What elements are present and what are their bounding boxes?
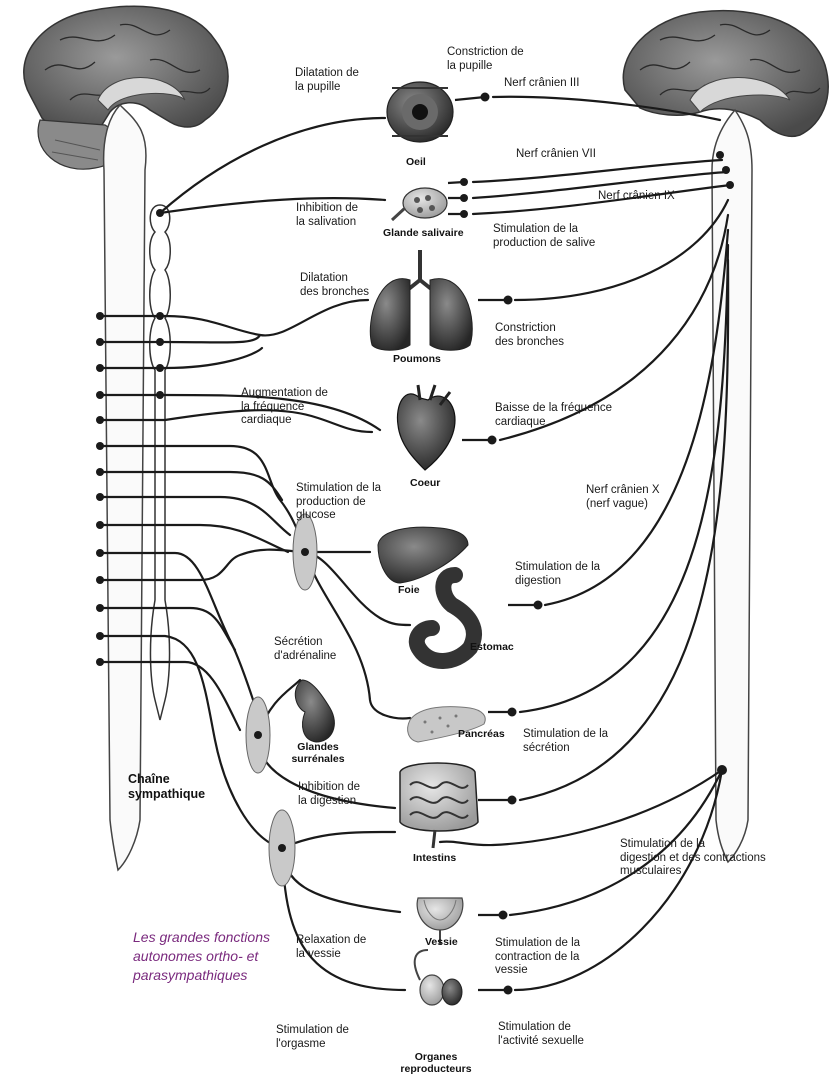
heart-icon: [397, 385, 455, 470]
stomach-icon: [417, 575, 474, 661]
organ-label-poumons: Poumons: [393, 353, 441, 365]
caption-line2: autonomes ortho- et: [133, 947, 270, 966]
label-constriction-pupille: Constriction de la pupille: [447, 46, 524, 73]
label-dilatation-pupille: Dilatation de la pupille: [295, 67, 359, 94]
right-brain-icon: [623, 11, 828, 137]
label-augmentation-frequence: Augmentation de la fréquence cardiaque: [241, 387, 328, 428]
caption-line3: parasympathiques: [133, 966, 270, 985]
caption-line1: Les grandes fonctions: [133, 928, 270, 947]
label-stimulation-digestion: Stimulation de la digestion: [515, 561, 600, 588]
organ-label-foie: Foie: [398, 584, 420, 596]
label-relaxation-vessie: Relaxation de la vessie: [296, 934, 366, 961]
organ-label-organes-reproducteurs: Organes reproducteurs: [396, 1051, 476, 1075]
figure-caption: Les grandes fonctions autonomes ortho- e…: [133, 928, 270, 985]
sympathetic-chain-label: Chaîne sympathique: [128, 772, 205, 802]
label-stimulation-glucose: Stimulation de la production de glucose: [296, 482, 381, 523]
organ-label-glandes-surrenales: Glandes surrénales: [288, 741, 348, 765]
right-spinal-cord: [712, 110, 752, 862]
reproductive-organs-icon: [415, 950, 462, 1005]
label-secretion-adrenaline: Sécrétion d'adrénaline: [274, 636, 336, 663]
label-constriction-bronches: Constriction des bronches: [495, 322, 564, 349]
label-stimulation-orgasme: Stimulation de l'orgasme: [276, 1024, 349, 1051]
salivary-gland-icon: [392, 188, 447, 220]
label-baisse-frequence: Baisse de la fréquence cardiaque: [495, 402, 612, 429]
organes-line2: reproducteurs: [396, 1063, 476, 1075]
glandes-line2: surrénales: [288, 753, 348, 765]
organ-label-intestins: Intestins: [413, 852, 456, 864]
label-inhibition-digestion: Inhibition de la digestion: [298, 781, 360, 808]
organ-label-estomac: Estomac: [470, 641, 514, 653]
sympathetic-chain: [150, 205, 171, 720]
organ-label-glande-salivaire: Glande salivaire: [383, 227, 464, 239]
organ-label-coeur: Coeur: [410, 477, 440, 489]
label-stimulation-salive: Stimulation de la production de salive: [493, 223, 595, 250]
label-nerf-iii: Nerf crânien III: [504, 77, 579, 91]
eye-icon: [387, 82, 453, 142]
label-stimulation-activite-sexuelle: Stimulation de l'activité sexuelle: [498, 1021, 584, 1048]
label-nerf-vii: Nerf crânien VII: [516, 148, 596, 162]
label-stimulation-digestion-contractions: Stimulation de la digestion et des contr…: [620, 838, 766, 879]
label-stimulation-secretion: Stimulation de la sécrétion: [523, 728, 608, 755]
organ-label-oeil: Oeil: [406, 156, 426, 168]
label-nerf-x: Nerf crânien X (nerf vague): [586, 484, 660, 511]
label-stimulation-contraction-vessie: Stimulation de la contraction de la vess…: [495, 937, 580, 978]
organ-label-pancreas: Pancréas: [458, 728, 505, 740]
chain-label-line2: sympathique: [128, 787, 205, 802]
organ-label-vessie: Vessie: [425, 936, 458, 948]
organes-line1: Organes: [396, 1051, 476, 1063]
sympathetic-fibers: [100, 118, 410, 990]
label-dilatation-bronches: Dilatation des bronches: [300, 272, 369, 299]
label-nerf-ix: Nerf crânien IX: [598, 190, 675, 204]
intestines-icon: [400, 763, 478, 848]
chain-label-line1: Chaîne: [128, 772, 205, 787]
lungs-icon: [370, 250, 472, 350]
adrenal-glands-icon: [295, 680, 334, 742]
label-inhibition-salivation: Inhibition de la salivation: [296, 202, 358, 229]
left-spinal-cord: [104, 105, 146, 870]
glandes-line1: Glandes: [288, 741, 348, 753]
